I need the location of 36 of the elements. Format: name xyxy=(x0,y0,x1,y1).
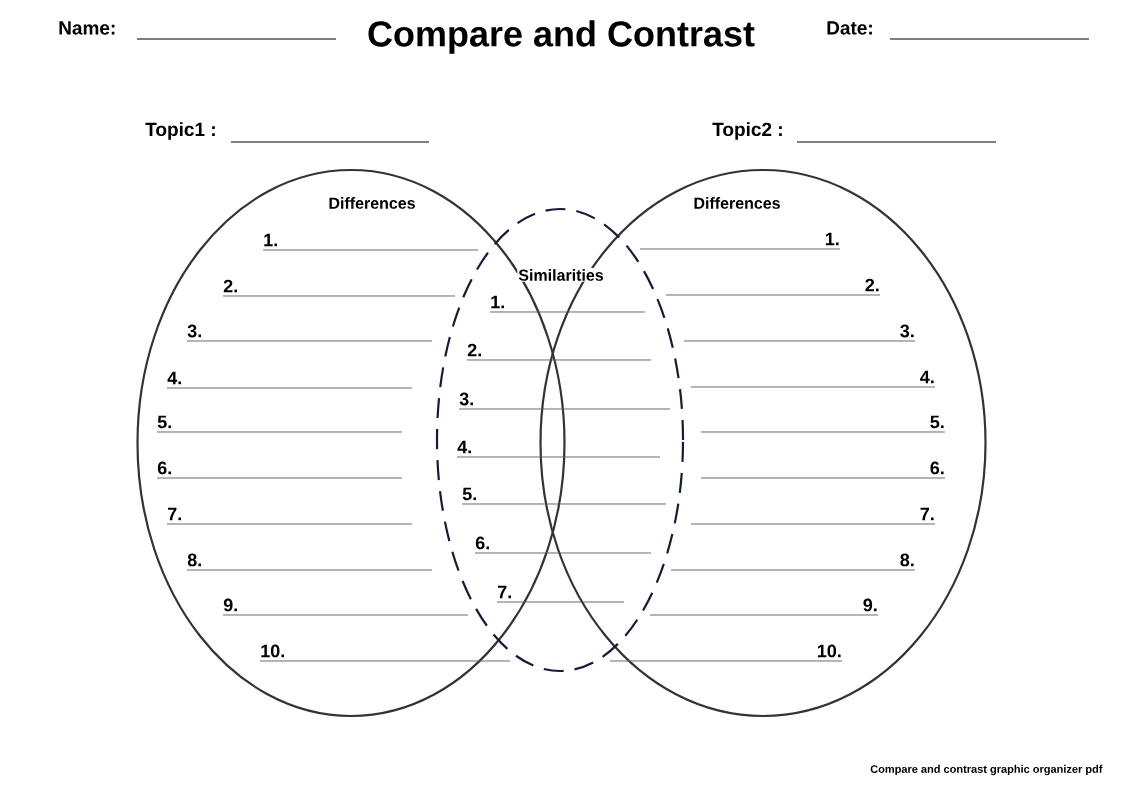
section-heading: Differences xyxy=(692,196,782,210)
item-number: 8. xyxy=(187,553,201,567)
item-number: 10. xyxy=(817,644,841,658)
field-label: Topic2 : xyxy=(712,122,782,140)
item-number: 8. xyxy=(900,553,914,567)
item-number: 2. xyxy=(865,278,879,292)
item-number: 3. xyxy=(459,392,473,406)
section-heading: Differences xyxy=(327,196,417,210)
item-number: 1. xyxy=(825,232,839,246)
item-number: 3. xyxy=(187,324,201,338)
item-number: 7. xyxy=(168,507,181,521)
item-number: 6. xyxy=(475,536,489,550)
item-number: 2. xyxy=(223,279,237,293)
item-number: 9. xyxy=(863,598,877,612)
item-number: 1. xyxy=(491,295,504,309)
item-number: 5. xyxy=(462,487,476,501)
item-number: 4. xyxy=(920,370,934,384)
title: Compare and Contrast xyxy=(368,20,755,54)
item-number: 2. xyxy=(467,343,481,357)
item-number: 6. xyxy=(930,461,944,475)
item-number: 4. xyxy=(457,440,471,454)
item-number: 9. xyxy=(223,598,237,612)
field-label: Date: xyxy=(827,21,872,35)
field-label: Topic1 : xyxy=(145,122,215,140)
item-number: 6. xyxy=(157,461,171,475)
item-number: 5. xyxy=(157,415,171,429)
caption: Compare and contrast graphic organizer pdf xyxy=(870,764,1103,776)
item-number: 5. xyxy=(930,415,944,429)
item-number: 7. xyxy=(920,507,934,521)
item-number: 3. xyxy=(900,324,914,338)
item-number: 1. xyxy=(264,233,277,247)
item-number: 7. xyxy=(498,585,511,599)
section-heading: Similarities xyxy=(517,268,605,282)
item-number: 10. xyxy=(261,644,284,658)
item-number: 4. xyxy=(167,371,181,385)
field-label: Name: xyxy=(59,21,115,35)
